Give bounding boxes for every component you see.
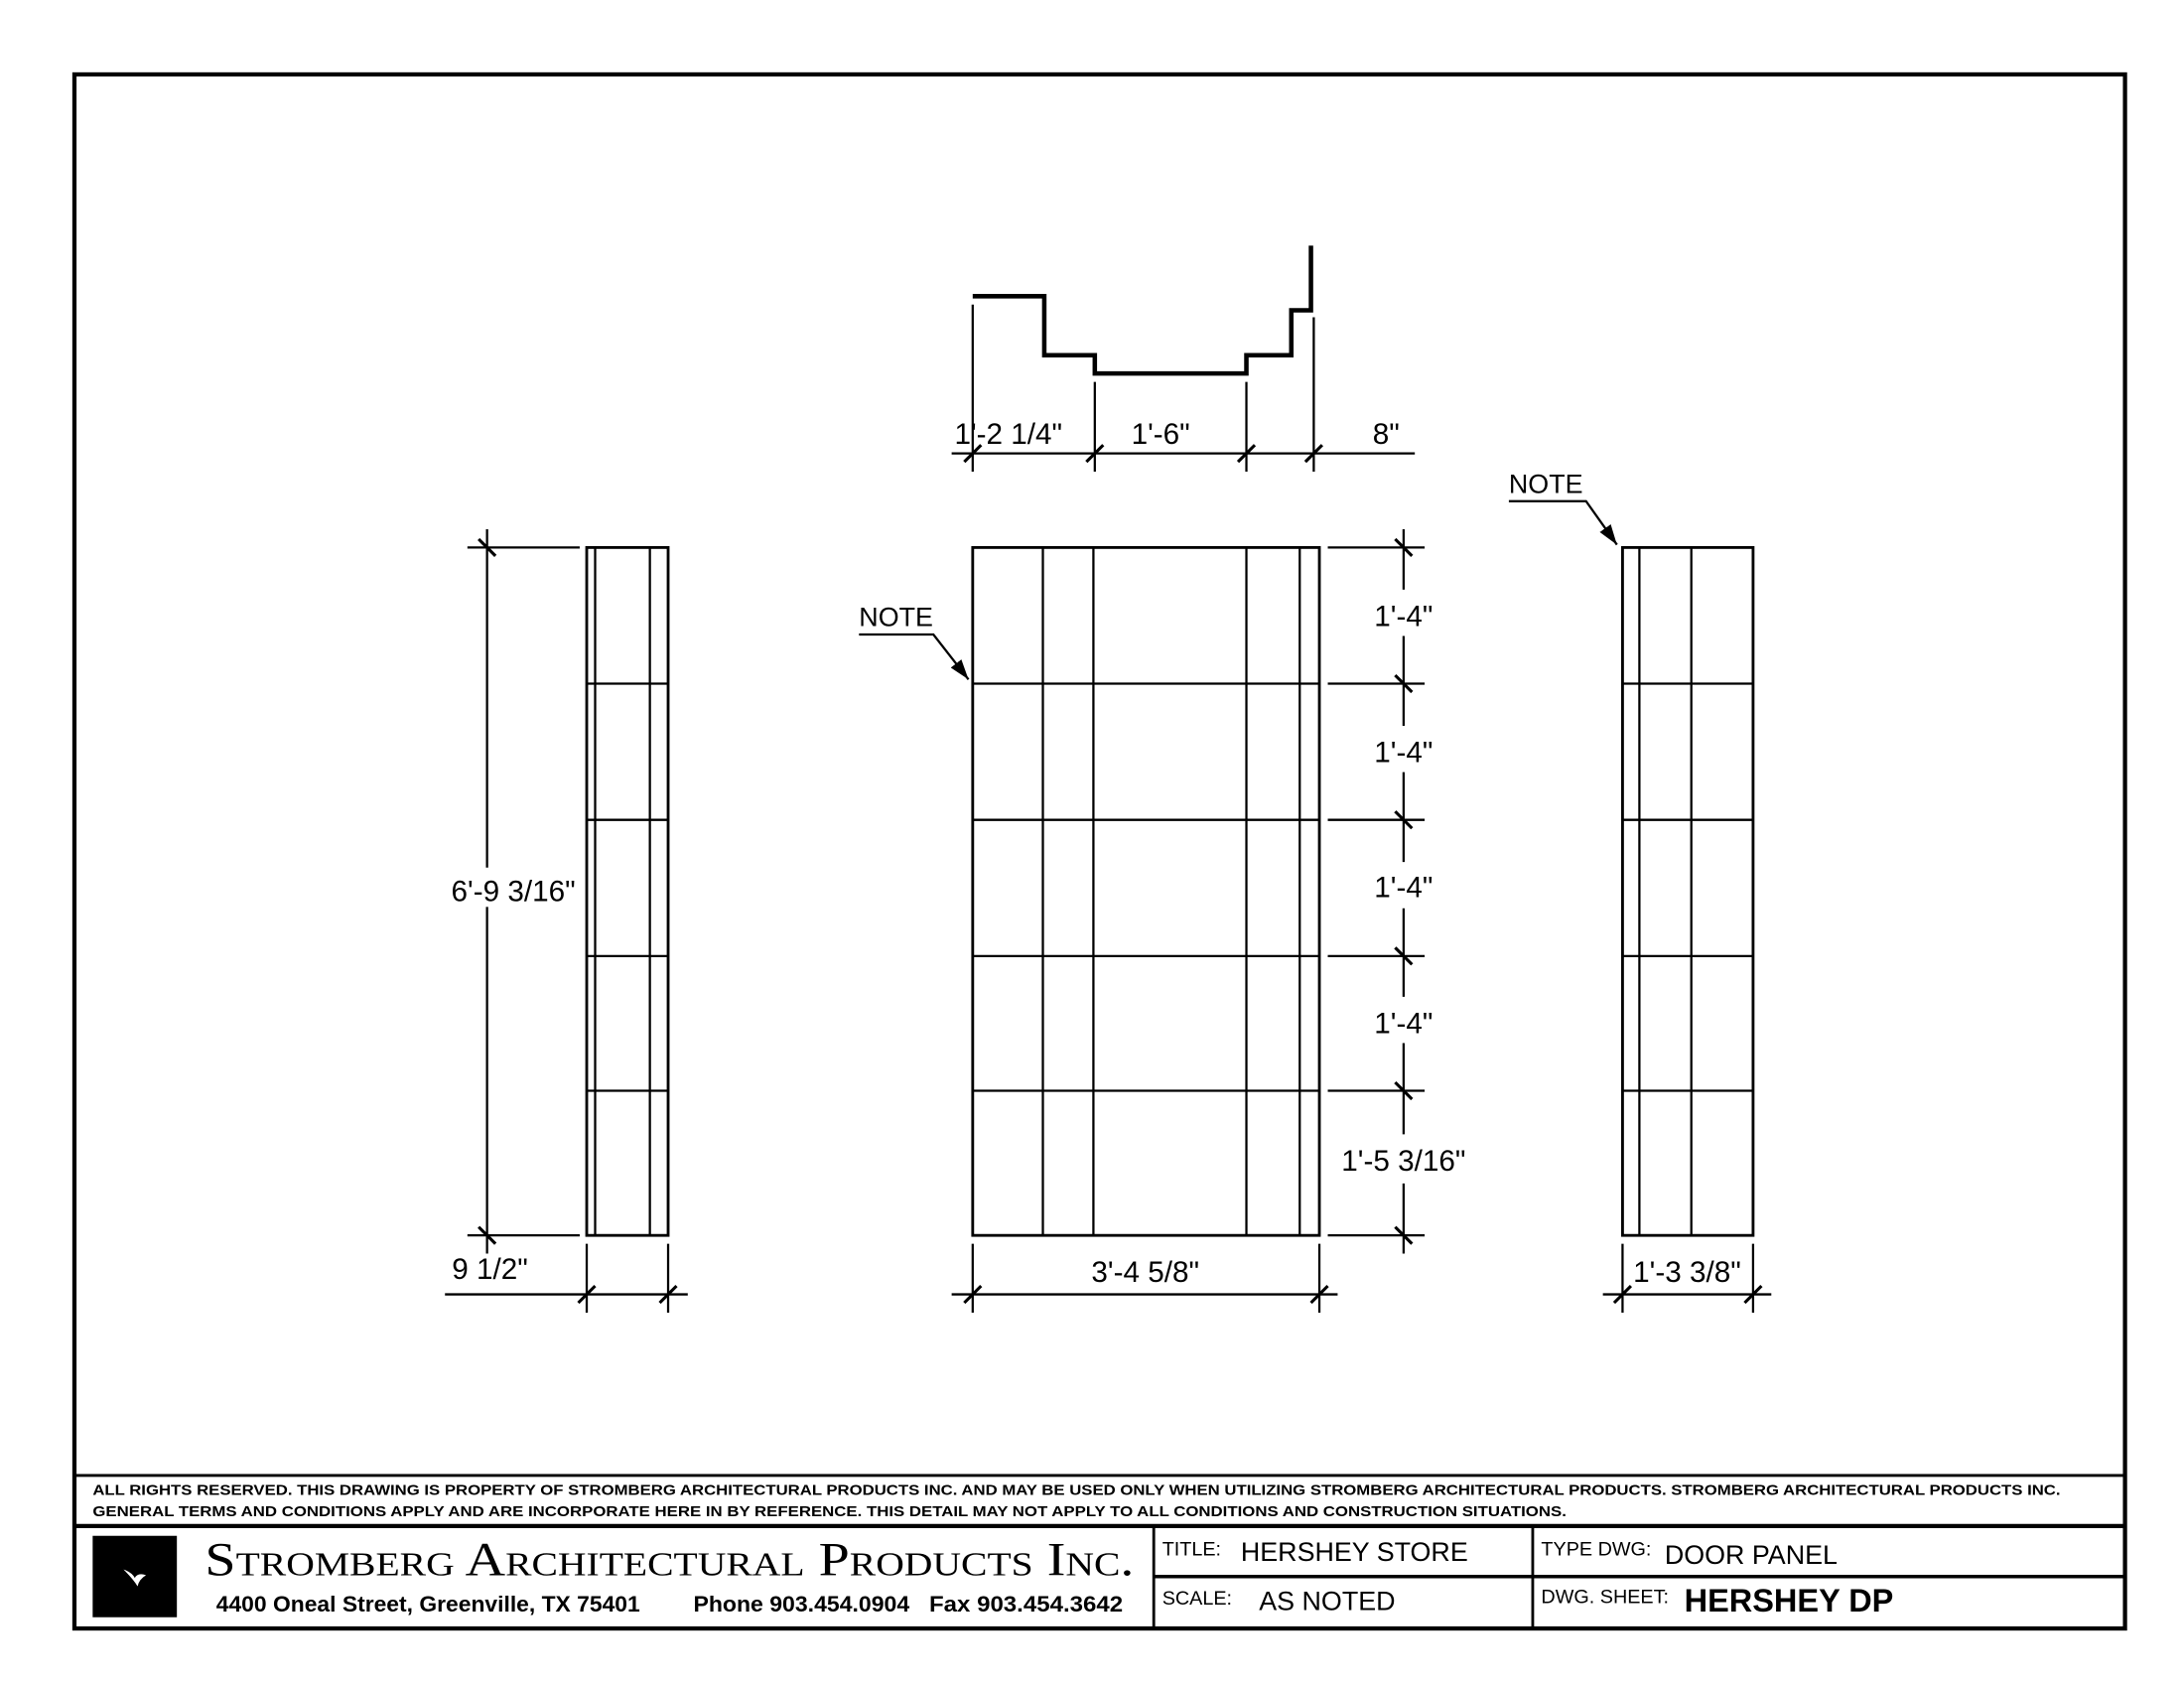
note-leader-arrow-icon [1508,499,1618,546]
height-dim-4: 1'-4" [1374,1008,1433,1041]
disclaimer-line-2: GENERAL TERMS AND CONDITIONS APPLY AND A… [92,1504,1567,1520]
dwg-sheet-value: HERSHEY DP [1685,1583,1894,1618]
left-side-elevation: 6'-9 3/16" 9 1/2" [390,529,688,1313]
company-fax: Fax 903.454.3642 [929,1592,1123,1617]
left-height-dim: 6'-9 3/16" [452,876,576,909]
plan-dim-2: 1'-6" [1132,418,1190,451]
company-address: 4400 Oneal Street, Greenville, TX 75401 [216,1592,640,1617]
dwg-sheet-label: DWG. SHEET: [1541,1587,1669,1609]
scale-value: AS NOTED [1259,1587,1395,1617]
disclaimer-line-1: ALL RIGHTS RESERVED. THIS DRAWING IS PRO… [92,1483,2060,1499]
note-leader-arrow-icon [859,633,970,680]
right-side-elevation: NOTE 1'-3 3/8" [1508,469,1772,1313]
height-dim-5: 1'-5 3/16" [1341,1145,1465,1178]
front-elevation: 1'-4" 1'-4" 1'-4" 1'-4" 1'-5 3/16" 3'-4 … [859,529,1465,1313]
company-logo [92,1535,178,1618]
plan-view: 1'-2 1/4" 1'-6" 8" [951,245,1416,473]
plan-dim-3: 8" [1373,418,1400,451]
height-dim-2: 1'-4" [1374,737,1433,770]
height-dim-3: 1'-4" [1374,871,1433,904]
right-width-dim: 1'-3 3/8" [1633,1256,1741,1289]
left-width-dim: 9 1/2" [452,1253,528,1286]
type-dwg-label: TYPE DWG: [1541,1539,1651,1561]
plan-dim-1: 1'-2 1/4" [954,418,1062,451]
height-dim-1: 1'-4" [1374,601,1433,633]
scale-label: SCALE: [1162,1588,1232,1610]
right-note: NOTE [1509,469,1583,498]
company-name: Stromberg Architectural Products Inc. [205,1533,1134,1586]
front-note: NOTE [859,603,933,633]
sheet-border [71,71,2127,1631]
front-width-dim: 3'-4 5/8" [1091,1256,1199,1289]
title-value: HERSHEY STORE [1241,1537,1468,1567]
plan-profile [972,245,1313,376]
front-height-dims: 1'-4" 1'-4" 1'-4" 1'-4" 1'-5 3/16" [1327,529,1465,1254]
company-phone: Phone 903.454.0904 [693,1592,909,1617]
type-dwg-value: DOOR PANEL [1665,1540,1838,1570]
title-label: TITLE: [1162,1539,1221,1561]
